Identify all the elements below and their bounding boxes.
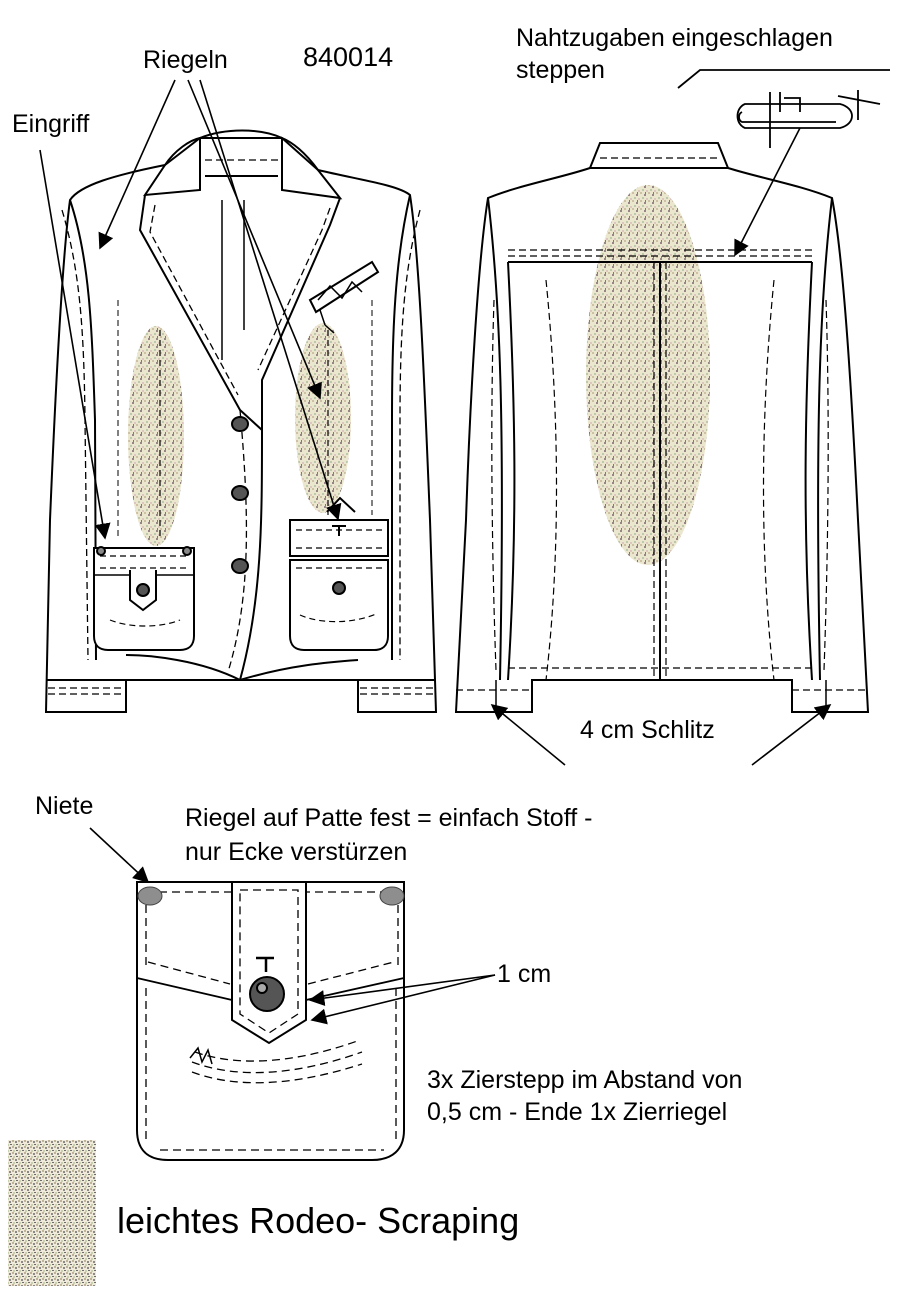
label-finish: leichtes Rodeo- Scraping bbox=[117, 1200, 520, 1241]
wash-patch-back bbox=[586, 185, 710, 565]
label-riegel-2: nur Ecke verstürzen bbox=[185, 838, 408, 866]
back-jacket bbox=[454, 142, 870, 713]
label-niete: Niete bbox=[35, 792, 94, 820]
wash-patch-front-right bbox=[295, 323, 351, 513]
label-zierstepp-1: 3x Zierstepp im Abstand von bbox=[427, 1066, 743, 1094]
style-code: 840014 bbox=[303, 42, 394, 72]
label-zierstepp-2: 0,5 cm - Ende 1x Zierriegel bbox=[427, 1098, 728, 1126]
label-riegeln: Riegeln bbox=[143, 46, 228, 74]
label-nahtzugaben-2: steppen bbox=[516, 56, 605, 84]
label-one-cm: 1 cm bbox=[497, 960, 552, 988]
label-eingriff: Eingriff bbox=[12, 110, 90, 138]
fabric-swatch bbox=[8, 1140, 96, 1286]
label-schlitz: 4 cm Schlitz bbox=[580, 716, 715, 744]
seam-detail bbox=[677, 69, 890, 148]
label-riegel-1: Riegel auf Patte fest = einfach Stoff - bbox=[185, 804, 593, 832]
wash-patch-front-left bbox=[128, 326, 184, 546]
front-jacket bbox=[44, 129, 438, 713]
pocket-detail bbox=[136, 881, 405, 1161]
label-nahtzugaben-1: Nahtzugaben eingeschlagen bbox=[516, 24, 833, 52]
leader-arrows bbox=[39, 79, 832, 1025]
